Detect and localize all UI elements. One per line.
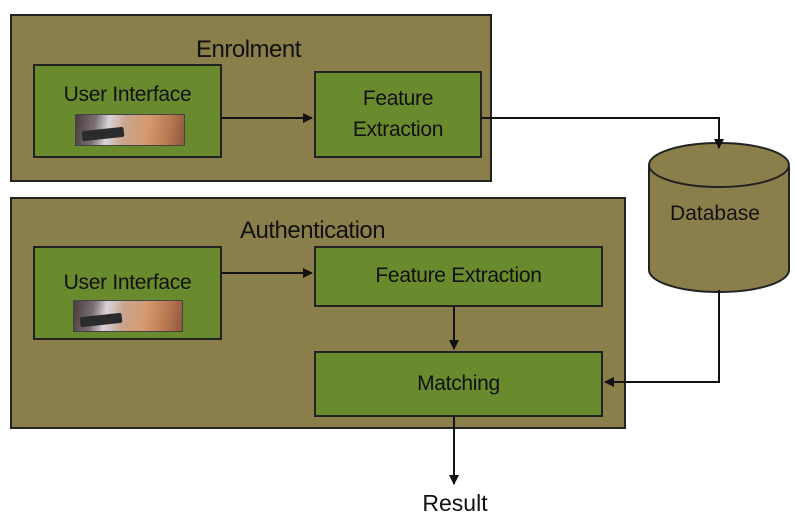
authentication-title: Authentication (240, 217, 386, 244)
result-label: Result (422, 490, 488, 516)
enrolment-title: Enrolment (196, 36, 301, 63)
authentication-fingerprint-scanner-image (73, 300, 183, 332)
matching-label: Matching (417, 371, 500, 395)
arrow-enrol-fe-to-db (482, 117, 724, 149)
enrolment-feature-extraction-label: Feature Extraction (352, 87, 444, 141)
authentication-feature-extraction-box: Feature Extraction (314, 246, 603, 307)
enrolment-feature-extraction-box: Feature Extraction (314, 71, 482, 158)
enrolment-user-interface-label: User Interface (63, 83, 192, 106)
database-label: Database (670, 202, 760, 225)
arrow-db-to-matching (604, 290, 720, 387)
authentication-user-interface-label: User Interface (63, 271, 192, 294)
enrolment-user-interface-box: User Interface (33, 64, 222, 158)
authentication-feature-extraction-label: Feature Extraction (375, 264, 542, 288)
enrolment-fingerprint-scanner-image (75, 114, 185, 146)
matching-box: Matching (314, 351, 603, 417)
authentication-user-interface-box: User Interface (33, 246, 222, 340)
